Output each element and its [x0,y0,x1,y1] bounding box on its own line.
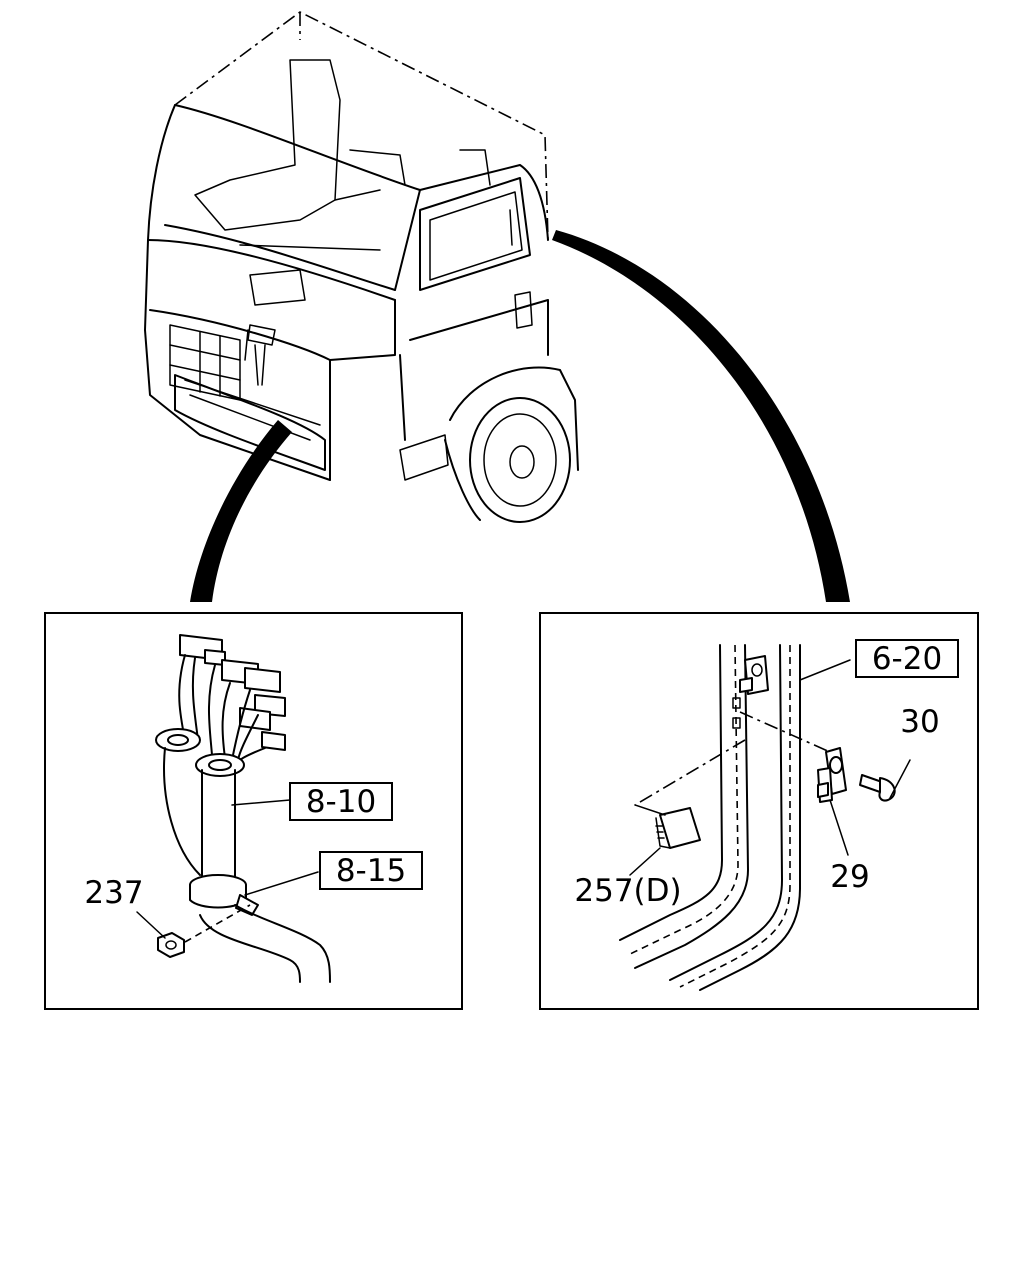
truck-cab-illustration [144,11,579,523]
callout-box-8-10 [289,782,393,821]
door-detail [619,644,911,991]
callout-box-6-20 [855,639,959,678]
callout-237: 237 [84,875,143,911]
callout-8-10: 8-10 [306,784,376,820]
detail-leaders [190,230,850,602]
callout-257-d: 257(D) [574,873,681,909]
callout-6-20: 6-20 [872,641,942,677]
harness-detail [136,634,331,983]
callout-30: 30 [900,704,939,740]
callout-8-15: 8-15 [336,853,406,889]
callout-29: 29 [830,859,869,895]
callout-box-8-15 [319,851,423,890]
